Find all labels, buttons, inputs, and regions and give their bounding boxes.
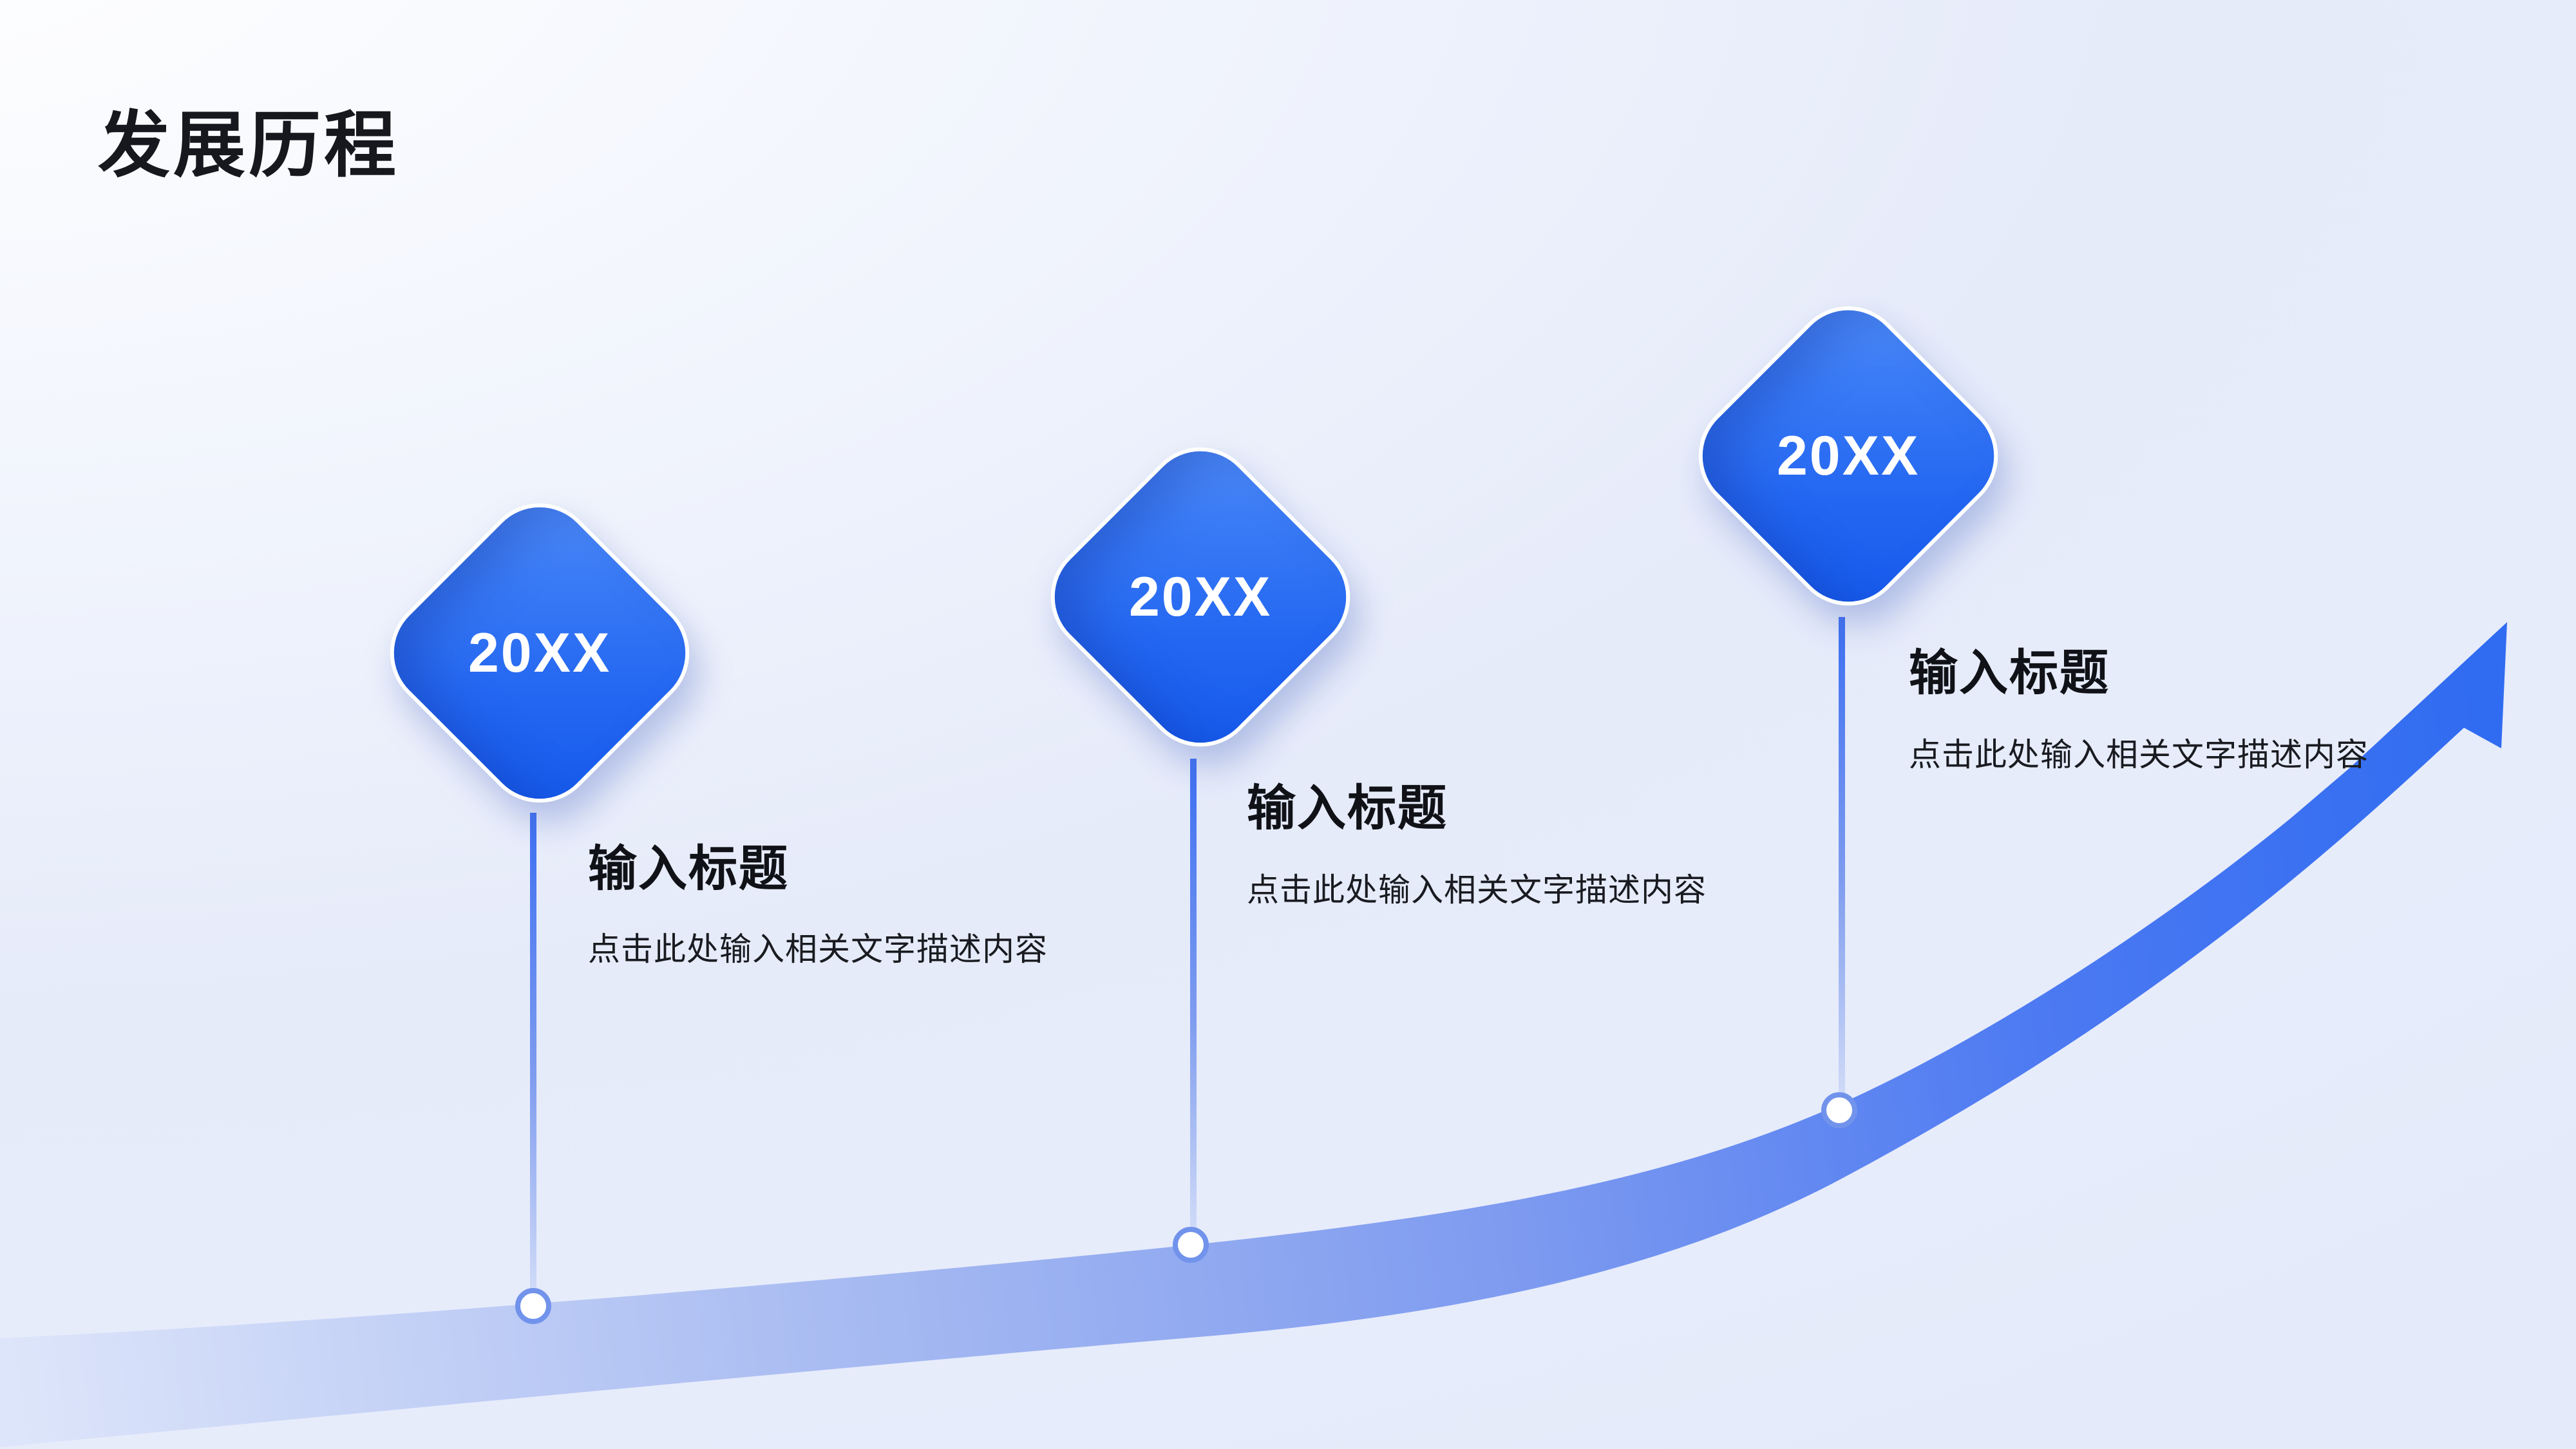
page-title[interactable]: 发展历程: [98, 105, 399, 185]
milestone-3-title[interactable]: 输入标题: [1909, 646, 2110, 701]
milestone-2-description[interactable]: 点击此处输入相关文字描述内容: [1247, 872, 1707, 908]
milestone-2-year-badge[interactable]: 20XX: [1027, 424, 1374, 770]
year-badge-diamond[interactable]: 20XX: [366, 480, 713, 826]
timeline-node-circle: [515, 1288, 551, 1324]
milestone-2-title[interactable]: 输入标题: [1247, 781, 1448, 836]
milestone-1-description[interactable]: 点击此处输入相关文字描述内容: [588, 931, 1048, 967]
timeline-node-circle: [1173, 1227, 1209, 1263]
milestone-3-description[interactable]: 点击此处输入相关文字描述内容: [1909, 737, 2369, 773]
growth-arrow: [0, 622, 2507, 1447]
milestone-1-title[interactable]: 输入标题: [588, 842, 789, 896]
milestone-1-year-badge[interactable]: 20XX: [366, 480, 713, 826]
year-label: 20XX: [1776, 424, 1920, 487]
year-label: 20XX: [1128, 565, 1273, 628]
year-badge-diamond[interactable]: 20XX: [1027, 424, 1374, 770]
year-label: 20XX: [468, 621, 612, 684]
timeline-node-circle: [1821, 1092, 1857, 1128]
milestone-3-year-badge[interactable]: 20XX: [1675, 283, 2022, 629]
year-badge-diamond[interactable]: 20XX: [1675, 283, 2022, 629]
